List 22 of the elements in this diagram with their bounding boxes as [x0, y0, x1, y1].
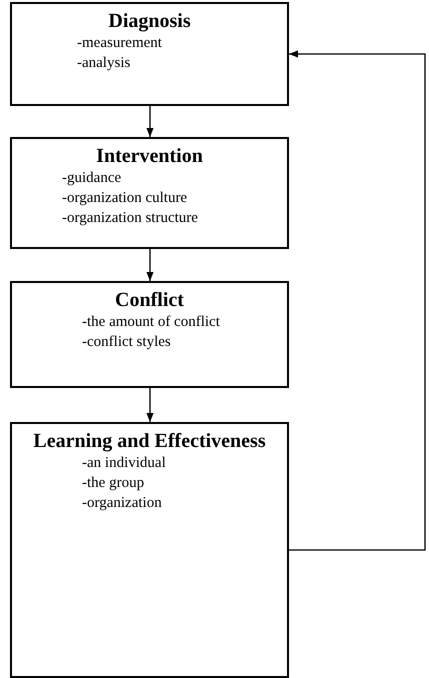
list-item: -analysis: [76, 54, 132, 73]
box-heading: Diagnosis: [107, 10, 192, 33]
box-heading: Conflict: [114, 289, 185, 312]
list-item: -organization: [81, 494, 163, 513]
list-item: -the amount of conflict: [81, 313, 221, 332]
list-item: -measurement: [76, 34, 163, 53]
process-box: [10, 422, 289, 678]
process-box: [10, 137, 289, 249]
list-item: -organization structure: [61, 209, 199, 228]
list-item: -guidance: [61, 169, 122, 188]
process-box: [10, 2, 289, 106]
list-item: -an individual: [81, 454, 167, 473]
arrow: [146, 388, 154, 422]
process-box: [10, 281, 289, 388]
list-item: -conflict styles: [81, 333, 172, 352]
arrow: [146, 249, 154, 281]
arrow: [289, 50, 426, 551]
box-heading: Learning and Effectiveness: [32, 430, 267, 453]
list-item: -the group: [81, 474, 146, 493]
arrow: [146, 106, 154, 137]
box-heading: Intervention: [95, 145, 204, 168]
list-item: -organization culture: [61, 189, 188, 208]
